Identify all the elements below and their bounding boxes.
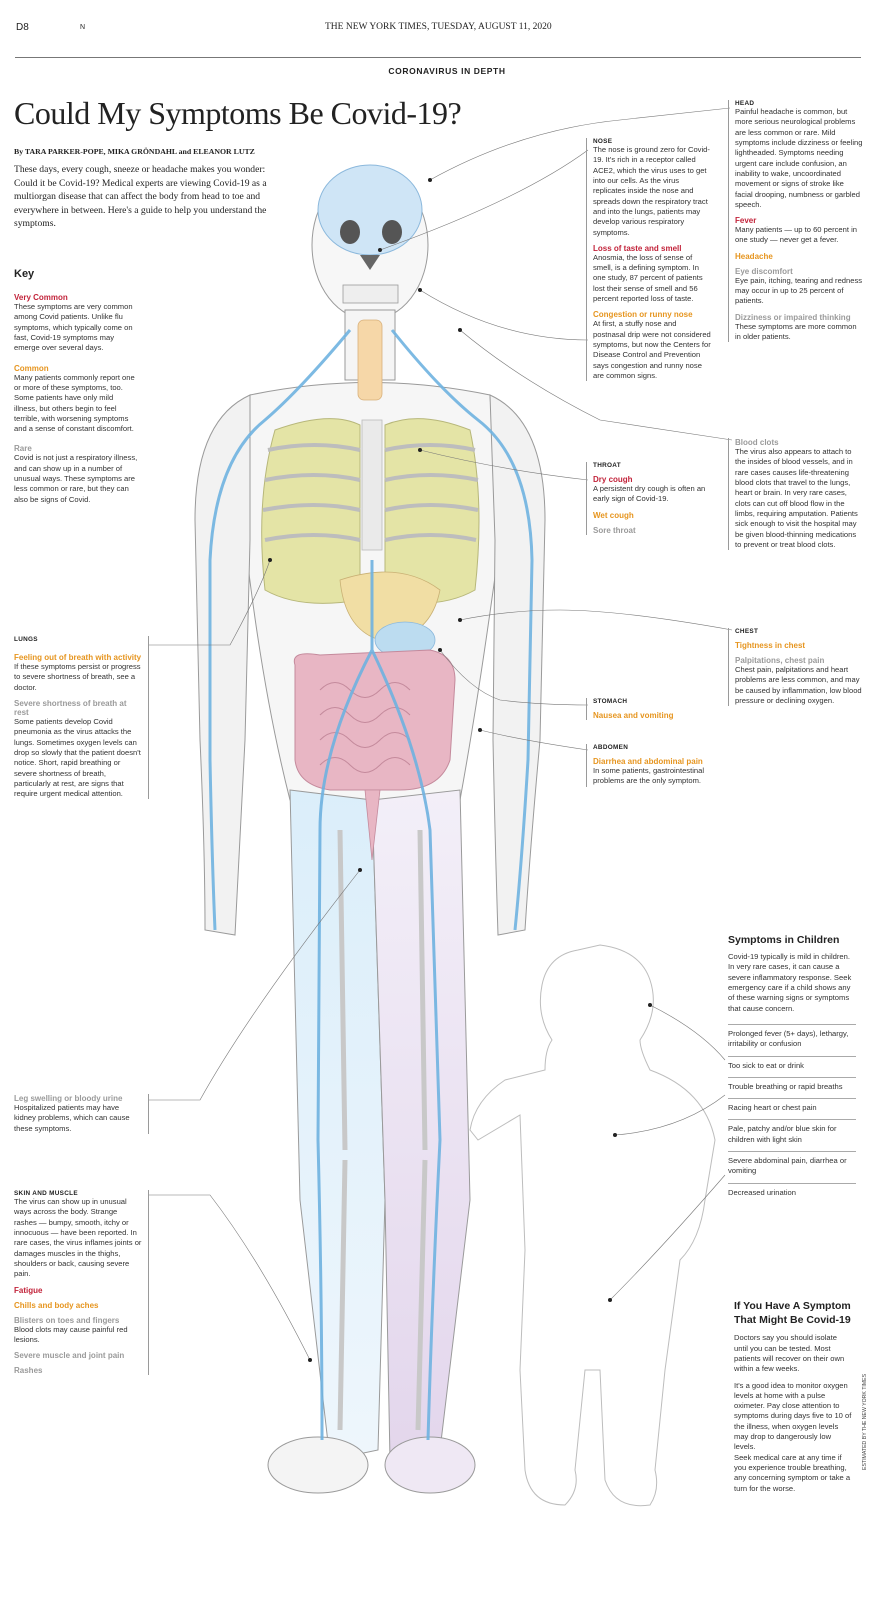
section-label: CORONAVIRUS IN DEPTH [388,66,506,76]
wet-cough-symptom: Wet cough [593,510,634,520]
brain [317,164,423,256]
dry-cough-symptom: Dry cough [593,475,633,484]
child-silhouette [469,944,716,1507]
advice-title: If You Have A Symptom That Might Be Covi… [734,1300,851,1326]
key-common-label: Common [14,363,49,373]
tightness-symptom: Tightness in chest [735,641,806,650]
children-item: Prolonged fever (5+ days), lethargy, irr… [728,1023,856,1050]
edition-mark: N [80,24,86,31]
chest-label: CHEST [735,628,759,635]
lungs-symptom-1: Feeling out of breath with activity [14,653,142,662]
leg-symptom-text: Hospitalized patients may have kidney pr… [14,1103,130,1133]
stomach-callout: STOMACH Nausea and vomiting [586,698,711,720]
loss-taste-smell-symptom: Loss of taste and smell [593,243,682,253]
chills-symptom: Chills and body aches [14,1300,99,1310]
skin-muscle-label: SKIN AND MUSCLE [14,1190,78,1197]
palpitations-symptom: Palpitations, chest pain [735,656,825,665]
abdomen-callout: ABDOMEN Diarrhea and abdominal pain In s… [586,744,718,787]
lungs-callout: LUNGS Feeling out of breath with activit… [14,636,149,800]
lungs-label: LUNGS [14,636,38,643]
muscle-pain-symptom: Severe muscle and joint pain [14,1351,125,1361]
children-panel: Symptoms in Children Covid-19 typically … [728,934,856,1204]
intro-text: These days, every cough, sneeze or heada… [14,164,267,230]
loss-taste-smell-text: Anosmia, the loss of sense of smell, is … [593,252,703,304]
fatigue-symptom: Fatigue [14,1285,43,1295]
eye-discomfort-symptom: Eye discomfort [735,266,793,276]
nose-callout: NOSE The nose is ground zero for Covid-1… [586,138,711,382]
nose-label: NOSE [593,138,613,145]
key-title: Key [14,268,35,280]
stomach-label: STOMACH [593,698,628,705]
children-item: Decreased urination [728,1182,856,1198]
advice-paragraph-2: It's a good idea to monitor oxygen level… [734,1380,852,1452]
congestion-text: At first, a stuffy nose and postnasal dr… [593,319,711,380]
dizziness-text: These symptoms are more common in older … [735,321,857,341]
fever-symptom: Fever [735,216,757,226]
advice-panel: If You Have A Symptom That Might Be Covi… [734,1300,852,1494]
byline: By TARA PARKER-POPE, MIKA GRÖNDAHL and E… [14,147,255,156]
lungs-symptom-2-text: Some patients develop Covid pneumonia as… [14,716,141,799]
lungs-symptom-1-text: If these symptoms persist or progress to… [14,662,141,692]
sore-throat-symptom: Sore throat [593,525,636,535]
throat-callout: THROAT Dry cough A persistent dry cough … [586,462,711,535]
children-text: Covid-19 typically is mild in children. … [728,952,852,1013]
paper-line: THE NEW YORK TIMES, TUESDAY, AUGUST 11, … [325,22,552,32]
skin-muscle-text: The virus can show up in unusual ways ac… [14,1197,142,1279]
children-item: Severe abdominal pain, diarrhea or vomit… [728,1151,856,1177]
nose-text: The nose is ground zero for Covid-19. It… [593,145,710,237]
key-rare-label: Rare [14,444,32,454]
leg-callout: Leg swelling or bloody urine Hospitalize… [14,1094,149,1134]
trachea [357,319,383,401]
lungs-symptom-2: Severe shortness of breath at rest [14,698,127,717]
key-common-text: Many patients commonly report one or mor… [14,372,135,434]
nausea-symptom: Nausea and vomiting [593,711,674,720]
advice-paragraph-3: Seek medical care at any time if you exp… [734,1452,851,1493]
head-label: HEAD [735,100,755,107]
chest-callout: CHEST Tightness in chest Palpitations, c… [728,628,863,707]
dry-cough-text: A persistent dry cough is often an early… [593,484,706,504]
children-item: Trouble breathing or rapid breaths [728,1076,856,1092]
palpitations-text: Chest pain, palpitations and heart probl… [735,665,862,705]
key-legend: Very Common These symptoms are very comm… [14,293,138,505]
congestion-symptom: Congestion or runny nose [593,310,693,320]
eye-discomfort-text: Eye pain, itching, tearing and redness m… [735,275,863,306]
leg-symptom: Leg swelling or bloody urine [14,1094,123,1103]
dizziness-symptom: Dizziness or impaired thinking [735,312,851,322]
credit-line: ESTIMATED BY THE NEW YORK TIMES [862,1373,868,1470]
throat-label: THROAT [593,462,621,469]
head-callout: HEAD Painful headache is common, but mor… [728,100,863,343]
blood-clots-text: The virus also appears to attach to the … [735,447,858,549]
key-rare-text: Covid is not just a respiratory illness,… [14,453,138,504]
fever-text: Many patients — up to 60 percent in one … [735,225,857,245]
blisters-text: Blood clots may cause painful red lesion… [14,1324,128,1344]
advice-paragraph-1: Doctors say you should isolate until you… [734,1333,845,1374]
key-very-common-label: Very Common [14,293,68,302]
children-title: Symptoms in Children [728,934,840,946]
header-rule [15,57,861,58]
headache-symptom: Headache [735,251,773,261]
abdomen-label: ABDOMEN [593,744,629,751]
left-lung [261,418,361,604]
key-very-common-text: These symptoms are very common among Cov… [14,302,133,353]
head-text: Painful headache is common, but more ser… [735,107,863,209]
children-item: Pale, patchy and/or blue skin for childr… [728,1119,856,1145]
children-item: Too sick to eat or drink [728,1055,856,1071]
page-number: D8 [16,22,29,33]
page-title: Could My Symptoms Be Covid-19? [14,95,462,131]
rashes-symptom: Rashes [14,1366,43,1376]
blood-clots-callout: Blood clots The virus also appears to at… [728,438,863,551]
children-item: Racing heart or chest pain [728,1098,856,1113]
diarrhea-symptom: Diarrhea and abdominal pain [593,757,703,766]
blisters-symptom: Blisters on toes and fingers [14,1315,120,1325]
diarrhea-text: In some patients, gastrointestinal probl… [593,766,705,786]
skin-muscle-callout: SKIN AND MUSCLE The virus can show up in… [14,1190,149,1376]
blood-clots-title: Blood clots [735,438,779,447]
